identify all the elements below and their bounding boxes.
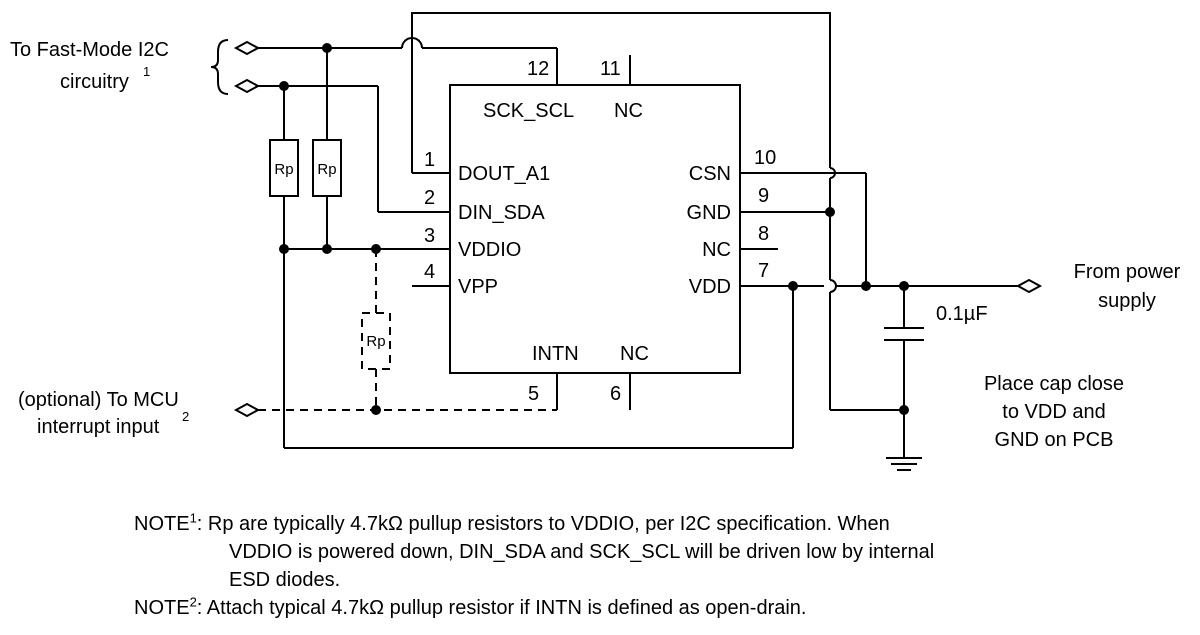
note-2: NOTE2: Attach typical 4.7kΩ pullup resis… [134, 594, 934, 622]
dout-a1-wire [411, 12, 831, 173]
junction-dot [371, 244, 381, 254]
pin8-name: NC [702, 239, 731, 261]
cap-value: 0.1µF [936, 303, 988, 325]
sda-terminal [233, 78, 261, 94]
pin2-number: 2 [424, 187, 435, 209]
junction-dot [861, 281, 871, 291]
note2-sup: 2 [189, 594, 197, 610]
cap-note-line1: Place cap close [984, 373, 1124, 395]
power-label-line2: supply [1098, 290, 1156, 312]
scl-terminal [233, 40, 261, 56]
pin5-number: 5 [528, 383, 539, 405]
note1-prefix: NOTE [134, 513, 190, 535]
i2c-label-line1: To Fast-Mode I2C [10, 39, 169, 61]
cap-note-line3: GND on PCB [995, 429, 1114, 451]
note1-line3: ESD diodes. [229, 569, 341, 591]
pin4-number: 4 [424, 261, 435, 283]
note2-prefix: NOTE [134, 597, 190, 619]
power-terminal [1015, 278, 1043, 294]
pin11-number: 11 [600, 58, 621, 80]
chip-body [449, 84, 741, 374]
pin7-number: 7 [758, 260, 769, 282]
note-1: NOTE1: Rp are typically 4.7kΩ pullup res… [134, 510, 934, 594]
schematic-diagram: 12 11 SCK_SCL NC 1 2 3 4 DOUT_A1 DIN_SDA… [10, 12, 1181, 471]
i2c-brace [210, 39, 229, 95]
pin2-name: DIN_SDA [458, 202, 545, 224]
pin12-number: 12 [527, 58, 549, 80]
cap-note-line2: to VDD and [1002, 401, 1105, 423]
junction-dot [899, 405, 909, 415]
junction-dot [788, 281, 798, 291]
i2c-label-sup: 1 [143, 64, 150, 79]
junction-dot [279, 81, 289, 91]
note2-line1: : Attach typical 4.7kΩ pullup resistor i… [196, 597, 807, 619]
pin3-name: VDDIO [458, 239, 521, 261]
note1-line2: VDDIO is powered down, DIN_SDA and SCK_S… [229, 541, 935, 563]
pin1-name: DOUT_A1 [458, 163, 550, 185]
pin9-number: 9 [758, 185, 769, 207]
mcu-label-sup: 2 [182, 409, 189, 424]
pin1-number: 1 [424, 149, 435, 171]
pin9-name: GND [687, 202, 731, 224]
mcu-label-line1: (optional) To MCU [18, 389, 179, 411]
note1-sup: 1 [189, 510, 197, 526]
junction-dot [825, 207, 835, 217]
pin7-name: VDD [689, 276, 731, 298]
pin4-name: VPP [458, 276, 498, 298]
note1-line1: : Rp are typically 4.7kΩ pullup resistor… [196, 513, 890, 535]
power-label-line1: From power [1074, 261, 1181, 283]
intn-terminal [233, 402, 261, 418]
pin10-number: 10 [754, 147, 776, 169]
junction-dot [279, 244, 289, 254]
notes-block: NOTE1: Rp are typically 4.7kΩ pullup res… [134, 510, 934, 622]
pin6-name: NC [620, 343, 649, 365]
pin12-name: SCK_SCL [483, 100, 574, 122]
mcu-label-line2: interrupt input [37, 416, 160, 438]
pin10-name: CSN [689, 163, 731, 185]
pin3-number: 3 [424, 225, 435, 247]
pin11-name: NC [614, 100, 643, 122]
rp-label-scl: Rp [317, 161, 336, 178]
pin6-number: 6 [610, 383, 621, 405]
junction-dot [899, 281, 909, 291]
junction-dot [322, 244, 332, 254]
junction-dot [371, 405, 381, 415]
rp-label-intn: Rp [366, 333, 385, 350]
pin8-number: 8 [758, 223, 769, 245]
pin5-name: INTN [532, 343, 579, 365]
rp-label-sda: Rp [274, 161, 293, 178]
junction-dot [322, 43, 332, 53]
i2c-label-line2: circuitry [60, 71, 129, 93]
